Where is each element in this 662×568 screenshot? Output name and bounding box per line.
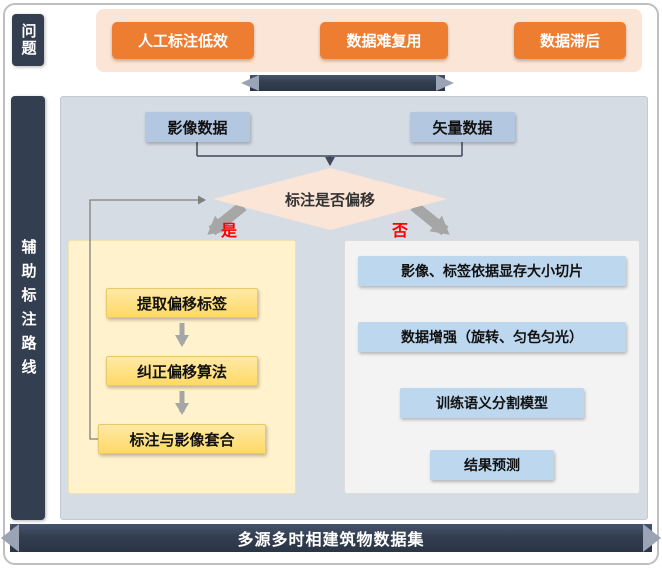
problem-item-low-efficiency: 人工标注低效	[112, 22, 255, 59]
step-slice-by-gpu-memory: 影像、标签依据显存大小切片	[358, 256, 626, 286]
problem-panel: 人工标注低效 数据难复用 数据滞后	[96, 9, 642, 72]
node-vector-data: 矢量数据	[410, 112, 515, 142]
step-extract-offset-labels: 提取偏移标签	[106, 288, 258, 318]
yes-label: 是	[221, 223, 238, 240]
step-train-semantic-segmentation-model: 训练语义分割模型	[400, 388, 584, 418]
step-result-prediction: 结果预测	[430, 450, 554, 480]
no-label: 否	[392, 223, 409, 240]
problem-item-data-lag: 数据滞后	[513, 22, 626, 59]
dataset-bar: 多源多时相建筑物数据集	[1, 524, 661, 552]
pipeline-section-label: 辅助标注路线	[11, 96, 45, 520]
step-correct-offset-algorithm: 纠正偏移算法	[106, 356, 258, 386]
dataset-title: 多源多时相建筑物数据集	[237, 532, 425, 549]
problem-item-hard-to-reuse: 数据难复用	[320, 22, 448, 59]
outer-border	[3, 3, 659, 565]
problem-section-label: 问题	[12, 14, 44, 66]
step-register-labels-with-imagery: 标注与影像套合	[98, 424, 266, 454]
step-data-augmentation: 数据增强（旋转、匀色匀光）	[358, 322, 626, 352]
section-divider-bar	[241, 75, 454, 91]
node-image-data: 影像数据	[145, 112, 250, 142]
